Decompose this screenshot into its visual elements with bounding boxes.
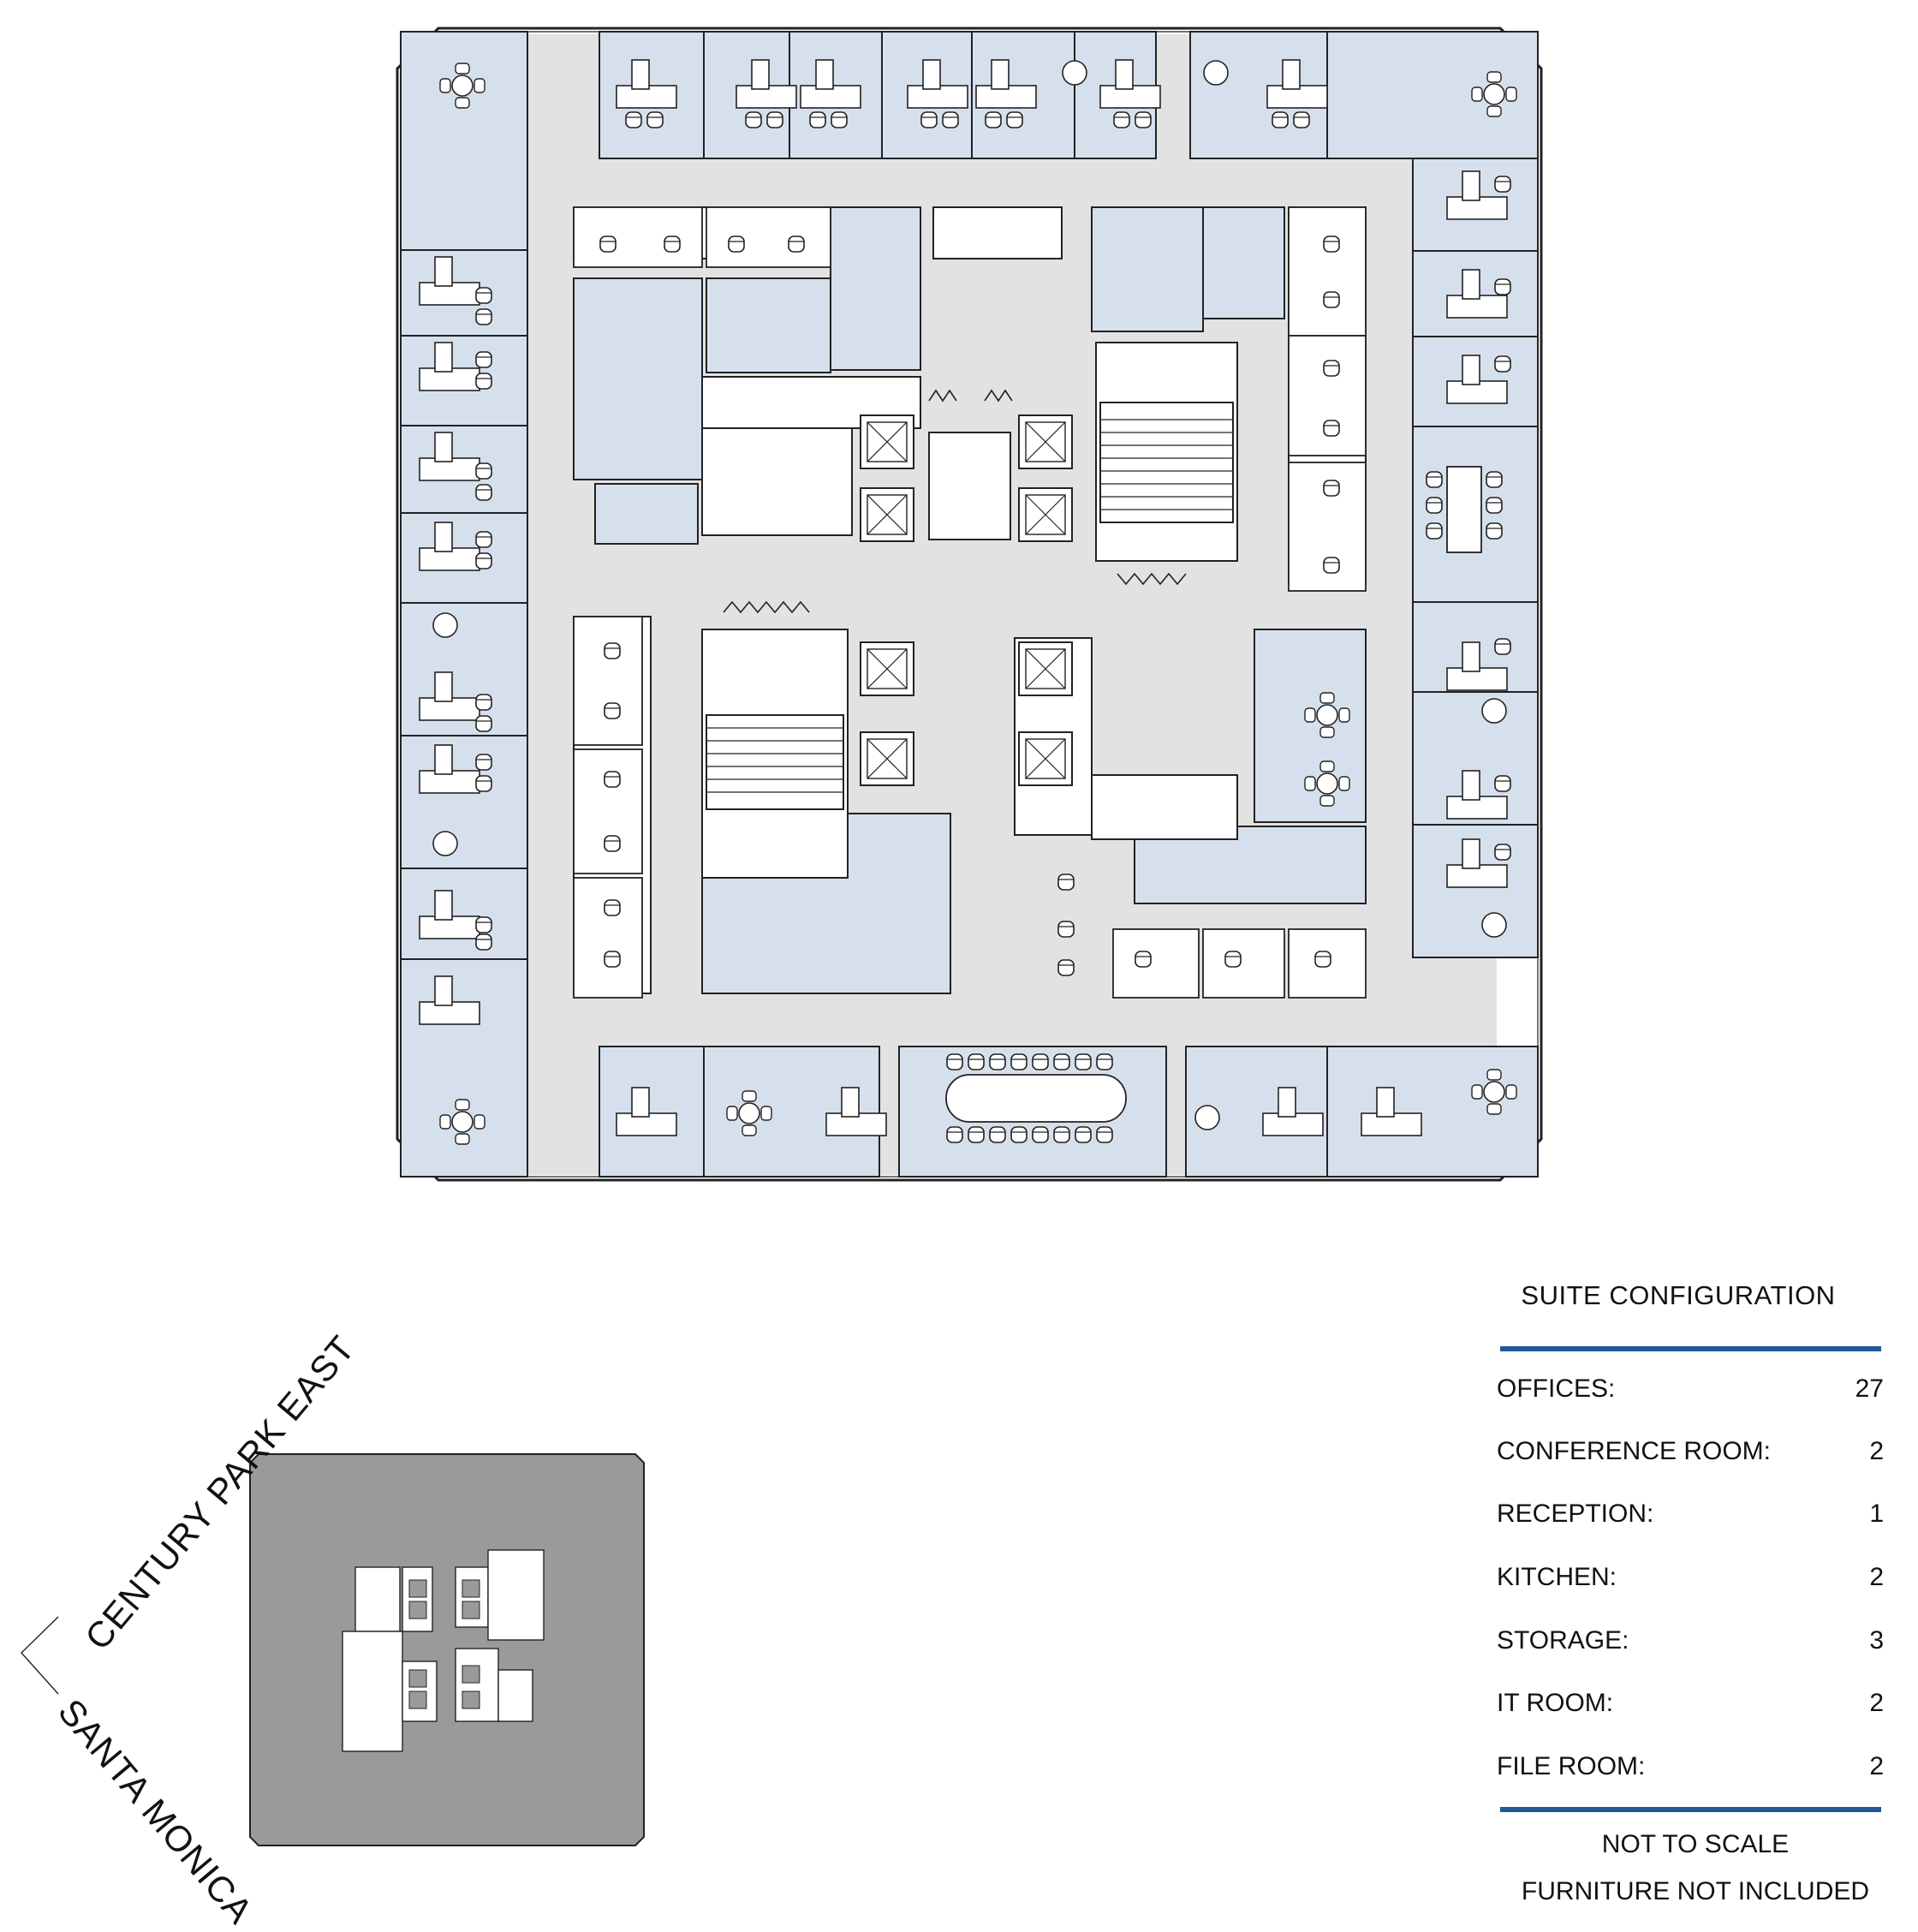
bottom-rule: [1500, 1807, 1881, 1812]
street-corner: [21, 1616, 59, 1695]
conference-tables: [945, 466, 1482, 1123]
top-rule: [1500, 1346, 1881, 1351]
row-label: RECEPTION:: [1497, 1500, 1654, 1528]
wall-details: [723, 389, 1187, 614]
row-storage: STORAGE: 3: [1497, 1626, 1894, 1661]
row-conference-room: CONFERENCE ROOM: 2: [1497, 1437, 1894, 1471]
row-label: STORAGE:: [1497, 1626, 1629, 1655]
not-to-scale-note: NOT TO SCALE: [1601, 1830, 1790, 1858]
row-label: KITCHEN:: [1497, 1563, 1617, 1591]
row-value: 2: [1869, 1437, 1884, 1465]
round-tables: [432, 60, 1517, 1145]
suite-configuration-title: SUITE CONFIGURATION: [1521, 1280, 1836, 1310]
row-value: 2: [1869, 1689, 1884, 1717]
row-label: OFFICES:: [1497, 1374, 1616, 1403]
corridor: [524, 34, 1497, 1175]
stairs: [706, 402, 1234, 810]
row-kitchen: KITCHEN: 2: [1497, 1563, 1894, 1597]
row-value: 3: [1869, 1626, 1884, 1655]
key-plan: [249, 1453, 645, 1846]
row-label: FILE ROOM:: [1497, 1752, 1646, 1780]
furniture-note: FURNITURE NOT INCLUDED: [1521, 1877, 1870, 1905]
row-it-room: IT ROOM: 2: [1497, 1689, 1894, 1723]
row-value: 27: [1855, 1374, 1884, 1403]
row-label: IT ROOM:: [1497, 1689, 1614, 1717]
row-offices: OFFICES: 27: [1497, 1374, 1894, 1409]
row-value: 1: [1869, 1500, 1884, 1528]
row-value: 2: [1869, 1563, 1884, 1591]
row-reception: RECEPTION: 1: [1497, 1500, 1894, 1534]
row-file-room: FILE ROOM: 2: [1497, 1752, 1894, 1786]
row-label: CONFERENCE ROOM:: [1497, 1437, 1772, 1465]
row-value: 2: [1869, 1752, 1884, 1780]
